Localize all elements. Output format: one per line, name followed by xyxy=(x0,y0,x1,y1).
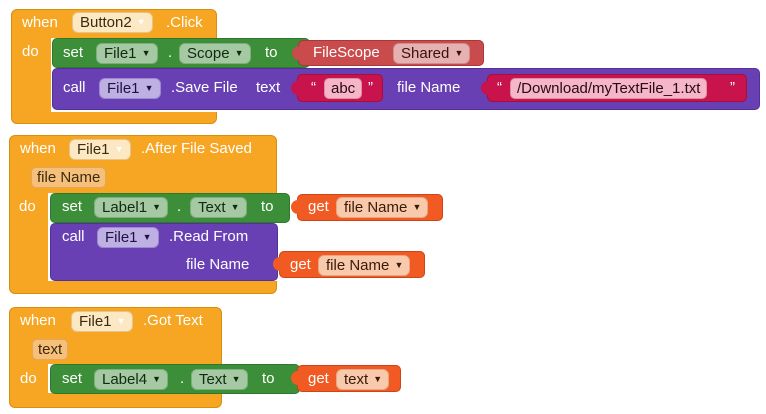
component-name: File1 xyxy=(79,313,112,330)
to-label: to xyxy=(261,198,274,215)
call-block-file1-read-from[interactable] xyxy=(50,223,278,281)
call-label: call xyxy=(63,79,86,96)
event-name: .After File Saved xyxy=(141,140,252,157)
puzzle-connector-icon xyxy=(291,81,299,95)
parameter-name: text xyxy=(38,341,63,358)
variable-name: file Name xyxy=(344,199,408,216)
getter-variable-dropdown[interactable]: text ▼ xyxy=(336,369,390,390)
component-name: Label1 xyxy=(102,199,148,216)
set-label: set xyxy=(62,370,83,387)
variable-name: text xyxy=(344,371,369,388)
property-name: Text xyxy=(199,371,227,388)
string-value[interactable]: /Download/myTextFile_1.txt xyxy=(510,78,708,99)
setter-property-dropdown[interactable]: Scope ▼ xyxy=(179,43,251,64)
getter-variable-dropdown[interactable]: file Name ▼ xyxy=(318,255,411,276)
component-dropdown[interactable]: File1 ▼ xyxy=(69,139,131,160)
component-name: File1 xyxy=(105,229,138,246)
event-parameter[interactable]: text xyxy=(32,339,69,360)
component-dropdown[interactable]: Button2 ▼ xyxy=(72,12,153,33)
property-name: Scope xyxy=(187,45,230,62)
dropdown-arrow-icon: ▼ xyxy=(136,17,146,27)
setter-component-dropdown[interactable]: Label1 ▼ xyxy=(94,197,169,218)
filescope-option: Shared xyxy=(401,45,450,62)
dropdown-arrow-icon: ▼ xyxy=(152,374,162,384)
dropdown-arrow-icon: ▼ xyxy=(412,202,422,212)
variable-name: file Name xyxy=(326,257,390,274)
arg-label-file-name: file Name xyxy=(397,79,461,96)
string-value[interactable]: abc xyxy=(324,78,363,99)
get-label: get xyxy=(290,256,311,273)
get-label: get xyxy=(308,370,329,387)
close-quote: ” xyxy=(368,79,373,96)
dropdown-arrow-icon: ▼ xyxy=(454,48,464,58)
dot-label: . xyxy=(168,44,173,61)
puzzle-connector-icon xyxy=(273,257,281,271)
component-name: File1 xyxy=(77,141,110,158)
dot-label: . xyxy=(177,198,182,215)
do-label: do xyxy=(22,43,39,60)
dropdown-arrow-icon: ▼ xyxy=(141,48,151,58)
component-name: File1 xyxy=(107,80,140,97)
parameter-name: file Name xyxy=(37,169,101,186)
method-name: .Read From xyxy=(169,228,249,245)
string-text: /Download/myTextFile_1.txt xyxy=(517,80,701,97)
puzzle-connector-icon xyxy=(291,200,299,214)
do-label: do xyxy=(19,198,36,215)
when-label: when xyxy=(20,140,56,157)
property-name: Text xyxy=(198,199,226,216)
component-name: File1 xyxy=(104,45,137,62)
to-label: to xyxy=(265,44,278,61)
event-name: .Click xyxy=(166,14,203,31)
dropdown-arrow-icon: ▼ xyxy=(394,260,404,270)
arg-label-file-name: file Name xyxy=(186,256,250,273)
open-quote: “ xyxy=(311,79,316,96)
filescope-label: FileScope xyxy=(313,44,380,61)
event-name: .Got Text xyxy=(143,312,203,329)
dropdown-arrow-icon: ▼ xyxy=(144,83,154,93)
call-component-dropdown[interactable]: File1 ▼ xyxy=(97,227,159,248)
set-label: set xyxy=(62,198,83,215)
setter-block-label1-text[interactable] xyxy=(50,193,290,223)
when-label: when xyxy=(22,14,58,31)
puzzle-connector-icon xyxy=(291,371,299,385)
call-component-dropdown[interactable]: File1 ▼ xyxy=(99,78,161,99)
component-name: Button2 xyxy=(80,14,132,31)
get-label: get xyxy=(308,198,329,215)
component-name: Label4 xyxy=(102,371,148,388)
dot-label: . xyxy=(180,370,185,387)
arg-label-text: text xyxy=(256,79,281,96)
dropdown-arrow-icon: ▼ xyxy=(114,144,124,154)
string-text: abc xyxy=(331,80,356,97)
set-label: set xyxy=(63,44,84,61)
dropdown-arrow-icon: ▼ xyxy=(152,202,162,212)
dropdown-arrow-icon: ▼ xyxy=(142,232,152,242)
dropdown-arrow-icon: ▼ xyxy=(116,316,126,326)
setter-property-dropdown[interactable]: Text ▼ xyxy=(191,369,248,390)
puzzle-connector-icon xyxy=(481,81,489,95)
dropdown-arrow-icon: ▼ xyxy=(231,374,241,384)
dropdown-arrow-icon: ▼ xyxy=(230,202,240,212)
call-label: call xyxy=(62,228,85,245)
getter-variable-dropdown[interactable]: file Name ▼ xyxy=(336,197,429,218)
setter-property-dropdown[interactable]: Text ▼ xyxy=(190,197,247,218)
dropdown-arrow-icon: ▼ xyxy=(373,374,383,384)
when-label: when xyxy=(20,312,56,329)
setter-component-dropdown[interactable]: Label4 ▼ xyxy=(94,369,169,390)
filescope-option-dropdown[interactable]: Shared ▼ xyxy=(393,43,471,64)
open-quote: “ xyxy=(497,79,502,96)
dropdown-arrow-icon: ▼ xyxy=(234,48,244,58)
to-label: to xyxy=(262,370,275,387)
setter-component-dropdown[interactable]: File1 ▼ xyxy=(96,43,158,64)
do-label: do xyxy=(20,370,37,387)
close-quote: ” xyxy=(730,79,735,96)
puzzle-connector-icon xyxy=(292,46,300,60)
method-name: .Save File xyxy=(171,79,238,96)
component-dropdown[interactable]: File1 ▼ xyxy=(71,311,133,332)
event-parameter[interactable]: file Name xyxy=(31,167,107,188)
